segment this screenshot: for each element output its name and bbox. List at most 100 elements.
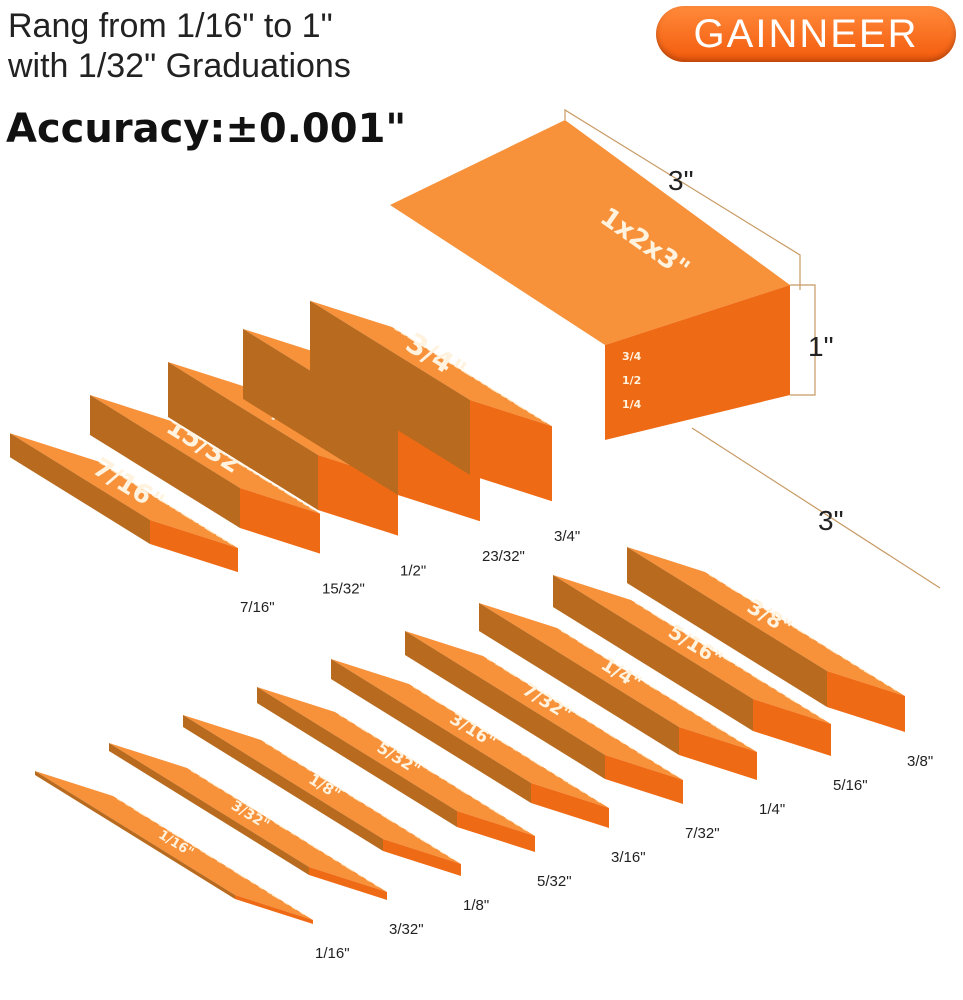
bottom-block-1-tick (171, 832, 180, 838)
bottom-block-8-end-face (753, 699, 831, 756)
bottom-block-8-tick (801, 705, 807, 709)
top-block-1-tick (175, 508, 180, 513)
bottom-block-5-tick (412, 686, 418, 690)
bottom-block-3-tick (381, 814, 387, 818)
top-block-5-tick (500, 394, 506, 398)
bottom-block-4-tick (488, 807, 494, 811)
bottom-block-3-tick (414, 835, 420, 839)
top-block-5-tick (394, 328, 399, 332)
bottom-block-5-tick (554, 773, 560, 778)
bottom-block-6-tick (628, 745, 634, 750)
bottom-block-7-tick (649, 684, 658, 691)
top-block-1-tick (110, 469, 116, 473)
bottom-block-1-tick (238, 873, 247, 880)
bottom-row-blocks: 1/16"1/16"3/32"3/32"1/8"1/8"5/32"5/32"3/… (35, 427, 941, 962)
bottom-block-1-end-face (235, 895, 313, 924)
bottom-block-2-tick (274, 821, 279, 826)
bottom-block-1-tick (158, 823, 164, 828)
bottom-block-9-tick (792, 625, 797, 630)
top-block-2-tick (309, 506, 315, 511)
top-block-1-tick (180, 512, 186, 517)
bottom-block-9-tick (758, 605, 764, 609)
bottom-block-7-tick (735, 738, 741, 743)
bottom-block-8-tick (668, 622, 673, 627)
bottom-block-7-tick (615, 664, 624, 670)
top-block-5-tick (420, 344, 426, 349)
top-block-1-tick (198, 523, 204, 527)
bottom-block-2-tick (324, 852, 329, 857)
bottom-block-2-tick (279, 824, 288, 831)
bottom-block-5-tick (567, 782, 576, 788)
bottom-block-4-tick (427, 768, 436, 775)
bottom-block-3-tick (286, 755, 295, 762)
bottom-block-9-tick (825, 646, 831, 650)
bottom-block-3-tick (281, 752, 287, 756)
bottom-block-4-tick (413, 760, 419, 765)
bottom-block-5-tick (434, 699, 443, 706)
bottom-block-8-tick (684, 633, 690, 637)
bottom-block-6-tick (670, 771, 675, 776)
bottom-block-4-end-face (457, 811, 535, 852)
top-row-blocks: 7/16"7/16"15/32"15/32"1/2"1/2"23/32"23/3… (10, 300, 580, 616)
bottom-block-1-tick (225, 865, 230, 869)
bottom-block-7: 1/4" (479, 603, 757, 780)
bottom-block-1-tick (200, 849, 205, 854)
bottom-block-3-tick (398, 824, 403, 829)
bottom-block-4-top-face (257, 687, 535, 836)
bottom-block-5-tick (467, 720, 476, 726)
bottom-block-9-tick (850, 661, 856, 666)
bottom-block-7-tick (644, 681, 649, 686)
bottom-block-7-tick (702, 717, 708, 722)
top-block-2-tick (227, 456, 233, 460)
bottom-block-3-tick (331, 783, 337, 787)
bottom-block-8-tick (768, 684, 773, 689)
bottom-block-8-tick (809, 710, 815, 715)
bottom-block-1-tick (183, 839, 189, 843)
bottom-block-4-tick (493, 810, 502, 816)
bottom-block-7-tick (627, 671, 633, 675)
bottom-block-3-tick (319, 776, 328, 782)
top-block-5-tick (527, 410, 533, 415)
top-block-2-tick (271, 483, 277, 487)
bottom-block-6-tick (570, 709, 575, 714)
bottom-block-9-tick (875, 677, 881, 681)
big-length-dimension-line (564, 108, 801, 290)
bottom-block-7-tick (744, 743, 749, 748)
bottom-block-8-tick (634, 602, 640, 606)
bottom-block-6-tick (641, 754, 650, 760)
bottom-block-6-tick (661, 766, 667, 771)
bottom-block-7-tick (569, 635, 574, 639)
top-block-1-tick (145, 490, 151, 495)
top-block-2-tick (177, 425, 183, 429)
bottom-block-3-tick (273, 747, 278, 751)
bottom-block-2-tick (340, 863, 346, 867)
bottom-block-5-tick (496, 737, 501, 742)
bottom-block-4-tick (355, 724, 361, 728)
bottom-block-1-tick (166, 829, 172, 833)
top-block-5-tick (407, 336, 413, 340)
top-block-2-tick (184, 429, 190, 433)
bottom-block-9-tick (830, 649, 839, 656)
bottom-block-5-tick (454, 711, 460, 716)
headline-line-1: Rang from 1/16" to 1" (8, 7, 333, 45)
top-block-5-dimension: 3/4" (554, 528, 580, 545)
bottom-block-4-tick (388, 745, 394, 749)
bottom-block-9-tick (783, 620, 789, 625)
bottom-block-9-tick (858, 667, 864, 671)
bottom-block-2-tick (345, 866, 354, 872)
bottom-block-4-tick (347, 719, 352, 723)
top-block-2-tick (296, 498, 302, 503)
top-block-2-tick (259, 475, 265, 480)
bottom-block-8-tick (701, 643, 707, 647)
bottom-block-3-tick (439, 850, 445, 855)
top-block-5-tick (460, 369, 466, 374)
bottom-block-9-tick (863, 670, 872, 676)
bottom-block-3-tick (298, 762, 303, 767)
top-block-1-tick (227, 541, 233, 546)
bottom-block-4-tick (460, 789, 469, 796)
bottom-block-9-tick (750, 599, 756, 604)
top-block-1-tick (128, 480, 134, 484)
bottom-block-8-tick (751, 674, 757, 678)
bottom-block-1-tick (150, 818, 155, 823)
bottom-block-1-dimension: 1/16" (315, 945, 350, 962)
